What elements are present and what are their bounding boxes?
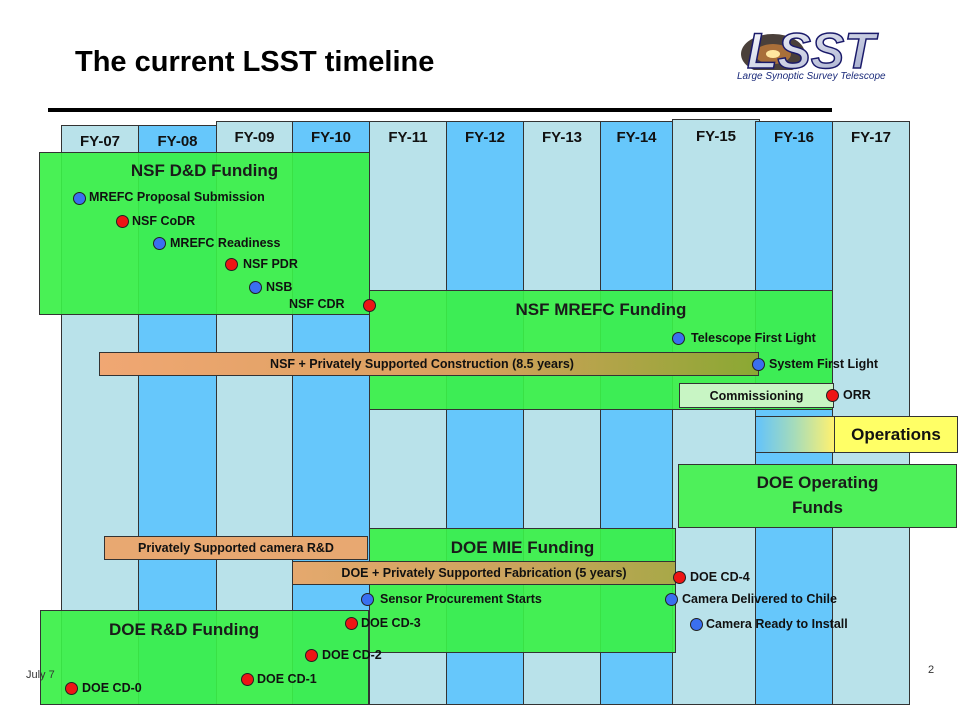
milestone-label: MREFC Readiness	[170, 236, 281, 250]
band-title: NSF MREFC Funding	[515, 300, 687, 319]
milestone-marker-red	[305, 649, 318, 662]
page-title: The current LSST timeline	[75, 46, 435, 78]
milestone-marker-red	[673, 571, 686, 584]
fy-label: FY-11	[388, 129, 428, 146]
nsf-construction-bar: NSF + Privately Supported Construction (…	[99, 352, 759, 376]
fy-label: FY-09	[234, 129, 275, 146]
band-title-line2: Funds	[792, 498, 843, 517]
milestone-marker-blue	[665, 593, 678, 606]
milestone-label: Camera Ready to Install	[706, 617, 848, 631]
logo-subtitle: Large Synoptic Survey Telescope	[737, 71, 886, 82]
page-number: 2	[928, 664, 935, 676]
milestone-label: NSF PDR	[243, 257, 298, 271]
camera-rd-bar: Privately Supported camera R&D	[104, 536, 368, 560]
milestone-marker-red	[225, 258, 238, 271]
bar-label: DOE + Privately Supported Fabrication (5…	[341, 566, 627, 580]
fy-label: FY-12	[464, 129, 506, 146]
fy-label: FY-17	[850, 129, 892, 146]
bar-label: Operations	[851, 424, 941, 444]
commissioning-bar: Commissioning	[679, 383, 834, 408]
milestone-label: DOE CD-2	[322, 648, 382, 662]
milestone-label: MREFC Proposal Submission	[89, 190, 265, 204]
milestone-marker-blue	[690, 618, 703, 631]
milestone-marker-blue	[361, 593, 374, 606]
milestone-label: System First Light	[769, 357, 879, 371]
bar-label: Privately Supported camera R&D	[138, 541, 334, 555]
operations-bar: Operations	[834, 416, 958, 453]
milestone-marker-blue	[73, 192, 86, 205]
band-title-line1: DOE Operating	[756, 473, 879, 492]
milestone-marker-blue	[672, 332, 685, 345]
milestone-marker-blue	[752, 358, 765, 371]
band-title: DOE MIE Funding	[450, 538, 595, 557]
milestone-marker-blue	[249, 281, 262, 294]
milestone-label: DOE CD-1	[257, 672, 317, 686]
milestone-marker-red	[345, 617, 358, 630]
milestone-marker-red	[116, 215, 129, 228]
milestone-label: DOE CD-3	[361, 616, 421, 630]
nsf-dd-funding-band: NSF D&D Funding	[39, 152, 370, 315]
milestone-marker-red	[363, 299, 376, 312]
milestone-marker-blue	[153, 237, 166, 250]
fy-label: FY-14	[616, 129, 657, 146]
milestone-label: ORR	[843, 388, 871, 402]
fy-label: FY-07	[79, 133, 121, 150]
milestone-label: DOE CD-4	[690, 570, 750, 584]
operations-gradient-bar	[755, 416, 835, 453]
milestone-label: NSF CoDR	[132, 214, 196, 228]
fy-label: FY-15	[695, 128, 737, 145]
doe-fabrication-bar: DOE + Privately Supported Fabrication (5…	[292, 561, 676, 585]
footer-date: July 7	[26, 669, 55, 681]
milestone-marker-red	[826, 389, 839, 402]
bar-label: Commissioning	[709, 388, 804, 403]
milestone-label: DOE CD-0	[82, 681, 142, 695]
milestone-label: NSF CDR	[289, 297, 345, 311]
title-rule	[48, 108, 832, 112]
fy-label: FY-10	[310, 129, 352, 146]
milestone-label: NSB	[266, 280, 293, 294]
doe-operating-funds-band: DOE Operating Funds	[678, 464, 957, 528]
lsst-logo: LSST Large Synoptic Survey Telescope	[733, 12, 951, 86]
band-title: NSF D&D Funding	[130, 161, 279, 180]
bar-label: NSF + Privately Supported Construction (…	[270, 357, 574, 371]
fy-column-fy17: FY-17	[832, 121, 910, 705]
milestone-marker-red	[241, 673, 254, 686]
milestone-label: Camera Delivered to Chile	[682, 592, 837, 606]
fy-label: FY-13	[541, 129, 583, 146]
band-title: DOE R&D Funding	[109, 620, 260, 639]
milestone-marker-red	[65, 682, 78, 695]
milestone-label: Telescope First Light	[691, 331, 816, 345]
milestone-label: Sensor Procurement Starts	[380, 592, 542, 606]
doe-mie-funding-band: DOE MIE Funding	[369, 528, 676, 653]
fy-label: FY-08	[157, 133, 198, 150]
fy-label: FY-16	[773, 129, 815, 146]
